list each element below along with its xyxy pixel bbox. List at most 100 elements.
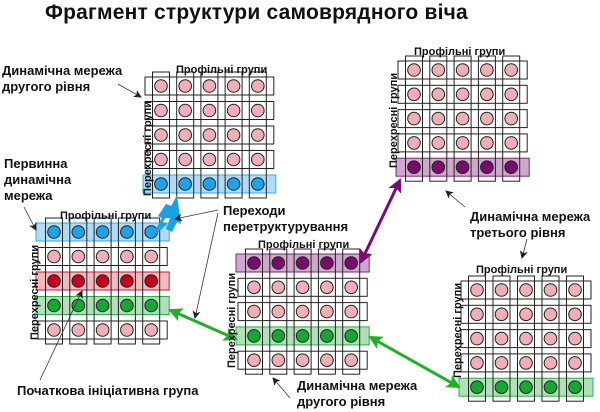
- member-node-pink: [226, 79, 241, 93]
- member-node-blue: [120, 225, 134, 239]
- member-node-pink: [120, 323, 134, 337]
- column-group-box: [502, 55, 521, 182]
- member-node-pink: [250, 128, 265, 142]
- row-group-box: [397, 60, 528, 80]
- member-node-blue: [71, 225, 86, 239]
- column-group-box: [269, 248, 288, 375]
- member-node-pink: [271, 304, 286, 319]
- member-node-pink: [178, 152, 192, 167]
- column-group-box: [468, 275, 486, 402]
- member-node-green: [144, 298, 158, 313]
- member-node-pink: [95, 323, 110, 337]
- column-group-box: [152, 71, 170, 199]
- member-node-red: [71, 274, 86, 288]
- member-node-pink: [494, 283, 509, 297]
- transition-arrow-green-left: [168, 308, 238, 341]
- member-node-pink: [144, 249, 158, 264]
- label-line: динамічна: [4, 172, 72, 187]
- grid-third-level: [395, 55, 530, 182]
- column-group-box: [248, 71, 267, 199]
- member-node-pink: [543, 331, 558, 346]
- pointer-primary: [23, 206, 37, 231]
- member-node-pink: [344, 353, 359, 368]
- label-line: мережа: [4, 188, 53, 203]
- label-transitions: Переходи перетруктурування: [223, 203, 348, 235]
- column-group-box: [566, 275, 584, 402]
- member-node-blue: [226, 177, 241, 191]
- member-node-pink: [47, 323, 61, 337]
- member-node-blue: [250, 177, 265, 191]
- member-node-pink: [431, 87, 446, 102]
- member-node-green: [519, 380, 533, 395]
- member-node-purple: [320, 256, 334, 270]
- member-node-red: [120, 274, 134, 288]
- grid3-columns-label: Профільні групи: [258, 239, 350, 251]
- pointer-third-level-bottom: [519, 238, 528, 259]
- column-group-box: [429, 55, 448, 182]
- member-node-pink: [568, 331, 582, 346]
- label-line: Динамічна мережа: [470, 209, 591, 224]
- row-group-box: [460, 280, 592, 300]
- member-node-pink: [431, 63, 446, 77]
- column-group-box: [142, 217, 161, 345]
- member-node-pink: [519, 331, 533, 346]
- member-node-green: [47, 298, 61, 313]
- member-node-pink: [480, 136, 494, 150]
- member-node-pink: [543, 356, 558, 370]
- member-node-pink: [344, 280, 359, 295]
- member-node-purple: [247, 256, 261, 270]
- member-node-pink: [480, 111, 494, 126]
- member-node-pink: [455, 136, 470, 150]
- member-node-pink: [543, 283, 558, 297]
- member-node-green: [247, 329, 261, 343]
- member-node-pink: [178, 128, 192, 142]
- row-group-box: [144, 101, 275, 120]
- column-group-box: [293, 248, 312, 375]
- member-node-purple: [431, 160, 446, 174]
- grid1-columns-label: Профільні групи: [176, 64, 268, 76]
- pointer-transitions-green: [192, 212, 219, 319]
- member-node-pink: [568, 356, 582, 370]
- column-group-box: [200, 71, 219, 199]
- member-node-pink: [470, 283, 484, 297]
- column-group-box: [541, 275, 560, 402]
- grid2-rows-label: Перехресні групи: [29, 244, 41, 340]
- row-group-box: [237, 302, 368, 322]
- row-group-box: [397, 109, 528, 129]
- member-node-pink: [247, 304, 261, 319]
- member-node-pink: [295, 304, 310, 319]
- column-group-box: [245, 248, 263, 375]
- row-group-box: [237, 277, 368, 297]
- row-group-box: [37, 247, 168, 266]
- member-node-pink: [455, 87, 470, 102]
- grid4-rows-label: Перехресні групи: [388, 72, 400, 168]
- member-node-pink: [455, 63, 470, 77]
- row-group-box: [237, 350, 368, 370]
- member-node-pink: [407, 111, 421, 126]
- member-node-pink: [202, 128, 217, 142]
- label-primary: Первинна динамічна мережа: [4, 156, 71, 204]
- member-node-pink: [120, 249, 134, 264]
- member-node-pink: [470, 356, 484, 370]
- row-group-box: [460, 353, 592, 373]
- grid-third-level-bottom: [458, 275, 594, 402]
- pointer-third-level: [445, 190, 466, 208]
- member-node-pink: [154, 152, 168, 167]
- diagram-title: Фрагмент структури самоврядного віча: [45, 1, 468, 24]
- member-node-pink: [431, 111, 446, 126]
- grid-primary: [35, 217, 170, 345]
- row-group-box: [144, 76, 275, 96]
- member-node-red: [95, 274, 110, 288]
- transition-arrow-green-right: [368, 335, 461, 389]
- row-group-box: [144, 125, 275, 145]
- pointer-transitions-blue: [174, 209, 219, 222]
- label-line: Первинна: [4, 156, 68, 171]
- member-node-pink: [407, 136, 421, 150]
- column-group-box: [117, 217, 136, 345]
- member-node-pink: [178, 79, 192, 93]
- grid-second-level-top: [142, 71, 277, 199]
- member-node-pink: [271, 353, 286, 368]
- row-group-box: [397, 84, 528, 104]
- column-group-box: [176, 71, 195, 199]
